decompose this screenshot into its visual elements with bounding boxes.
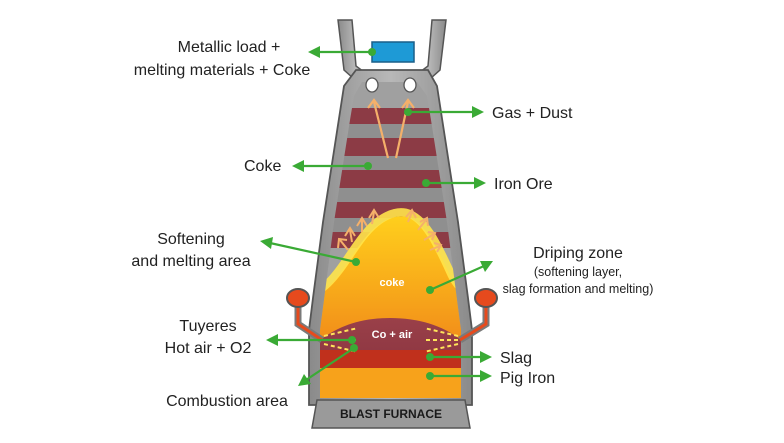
label-tuyeres-line1: Tuyeres — [179, 318, 236, 335]
label-combustion-area: Combustion area — [166, 393, 288, 410]
tuyere-pipes — [286, 288, 498, 343]
top-vent-left — [365, 77, 379, 93]
label-softening-line1: Softening — [157, 231, 225, 248]
blast-furnace-label: BLAST FURNACE — [340, 407, 442, 421]
label-slag: Slag — [500, 350, 532, 367]
label-coke: Coke — [244, 158, 281, 175]
furnace-base — [311, 399, 471, 429]
label-driping-line2: (softening layer, — [534, 265, 622, 279]
label-driping-line3: slag formation and melting) — [503, 282, 654, 296]
pig-iron-layer — [320, 368, 461, 398]
melt-flow-arrows — [337, 208, 443, 253]
label-driping-line1: Driping zone — [533, 245, 623, 262]
inner-coke-label: coke — [379, 277, 404, 289]
charge-hopper — [371, 41, 415, 63]
label-pig-iron: Pig Iron — [500, 370, 555, 387]
label-metallic-load-line1: Metallic load + — [178, 39, 281, 56]
burden-layers — [320, 108, 461, 248]
label-tuyeres-line2: Hot air + O2 — [165, 340, 252, 357]
label-metallic-load-line2: melting materials + Coke — [134, 62, 311, 79]
label-softening-line2: and melting area — [131, 253, 250, 270]
top-vent-right — [403, 77, 417, 93]
label-iron-ore: Iron Ore — [494, 176, 553, 193]
pointer-arrows — [260, 46, 493, 386]
inner-co-air-label: Co + air — [372, 329, 413, 341]
slag-layer — [320, 350, 461, 368]
label-gas-dust: Gas + Dust — [492, 105, 573, 122]
